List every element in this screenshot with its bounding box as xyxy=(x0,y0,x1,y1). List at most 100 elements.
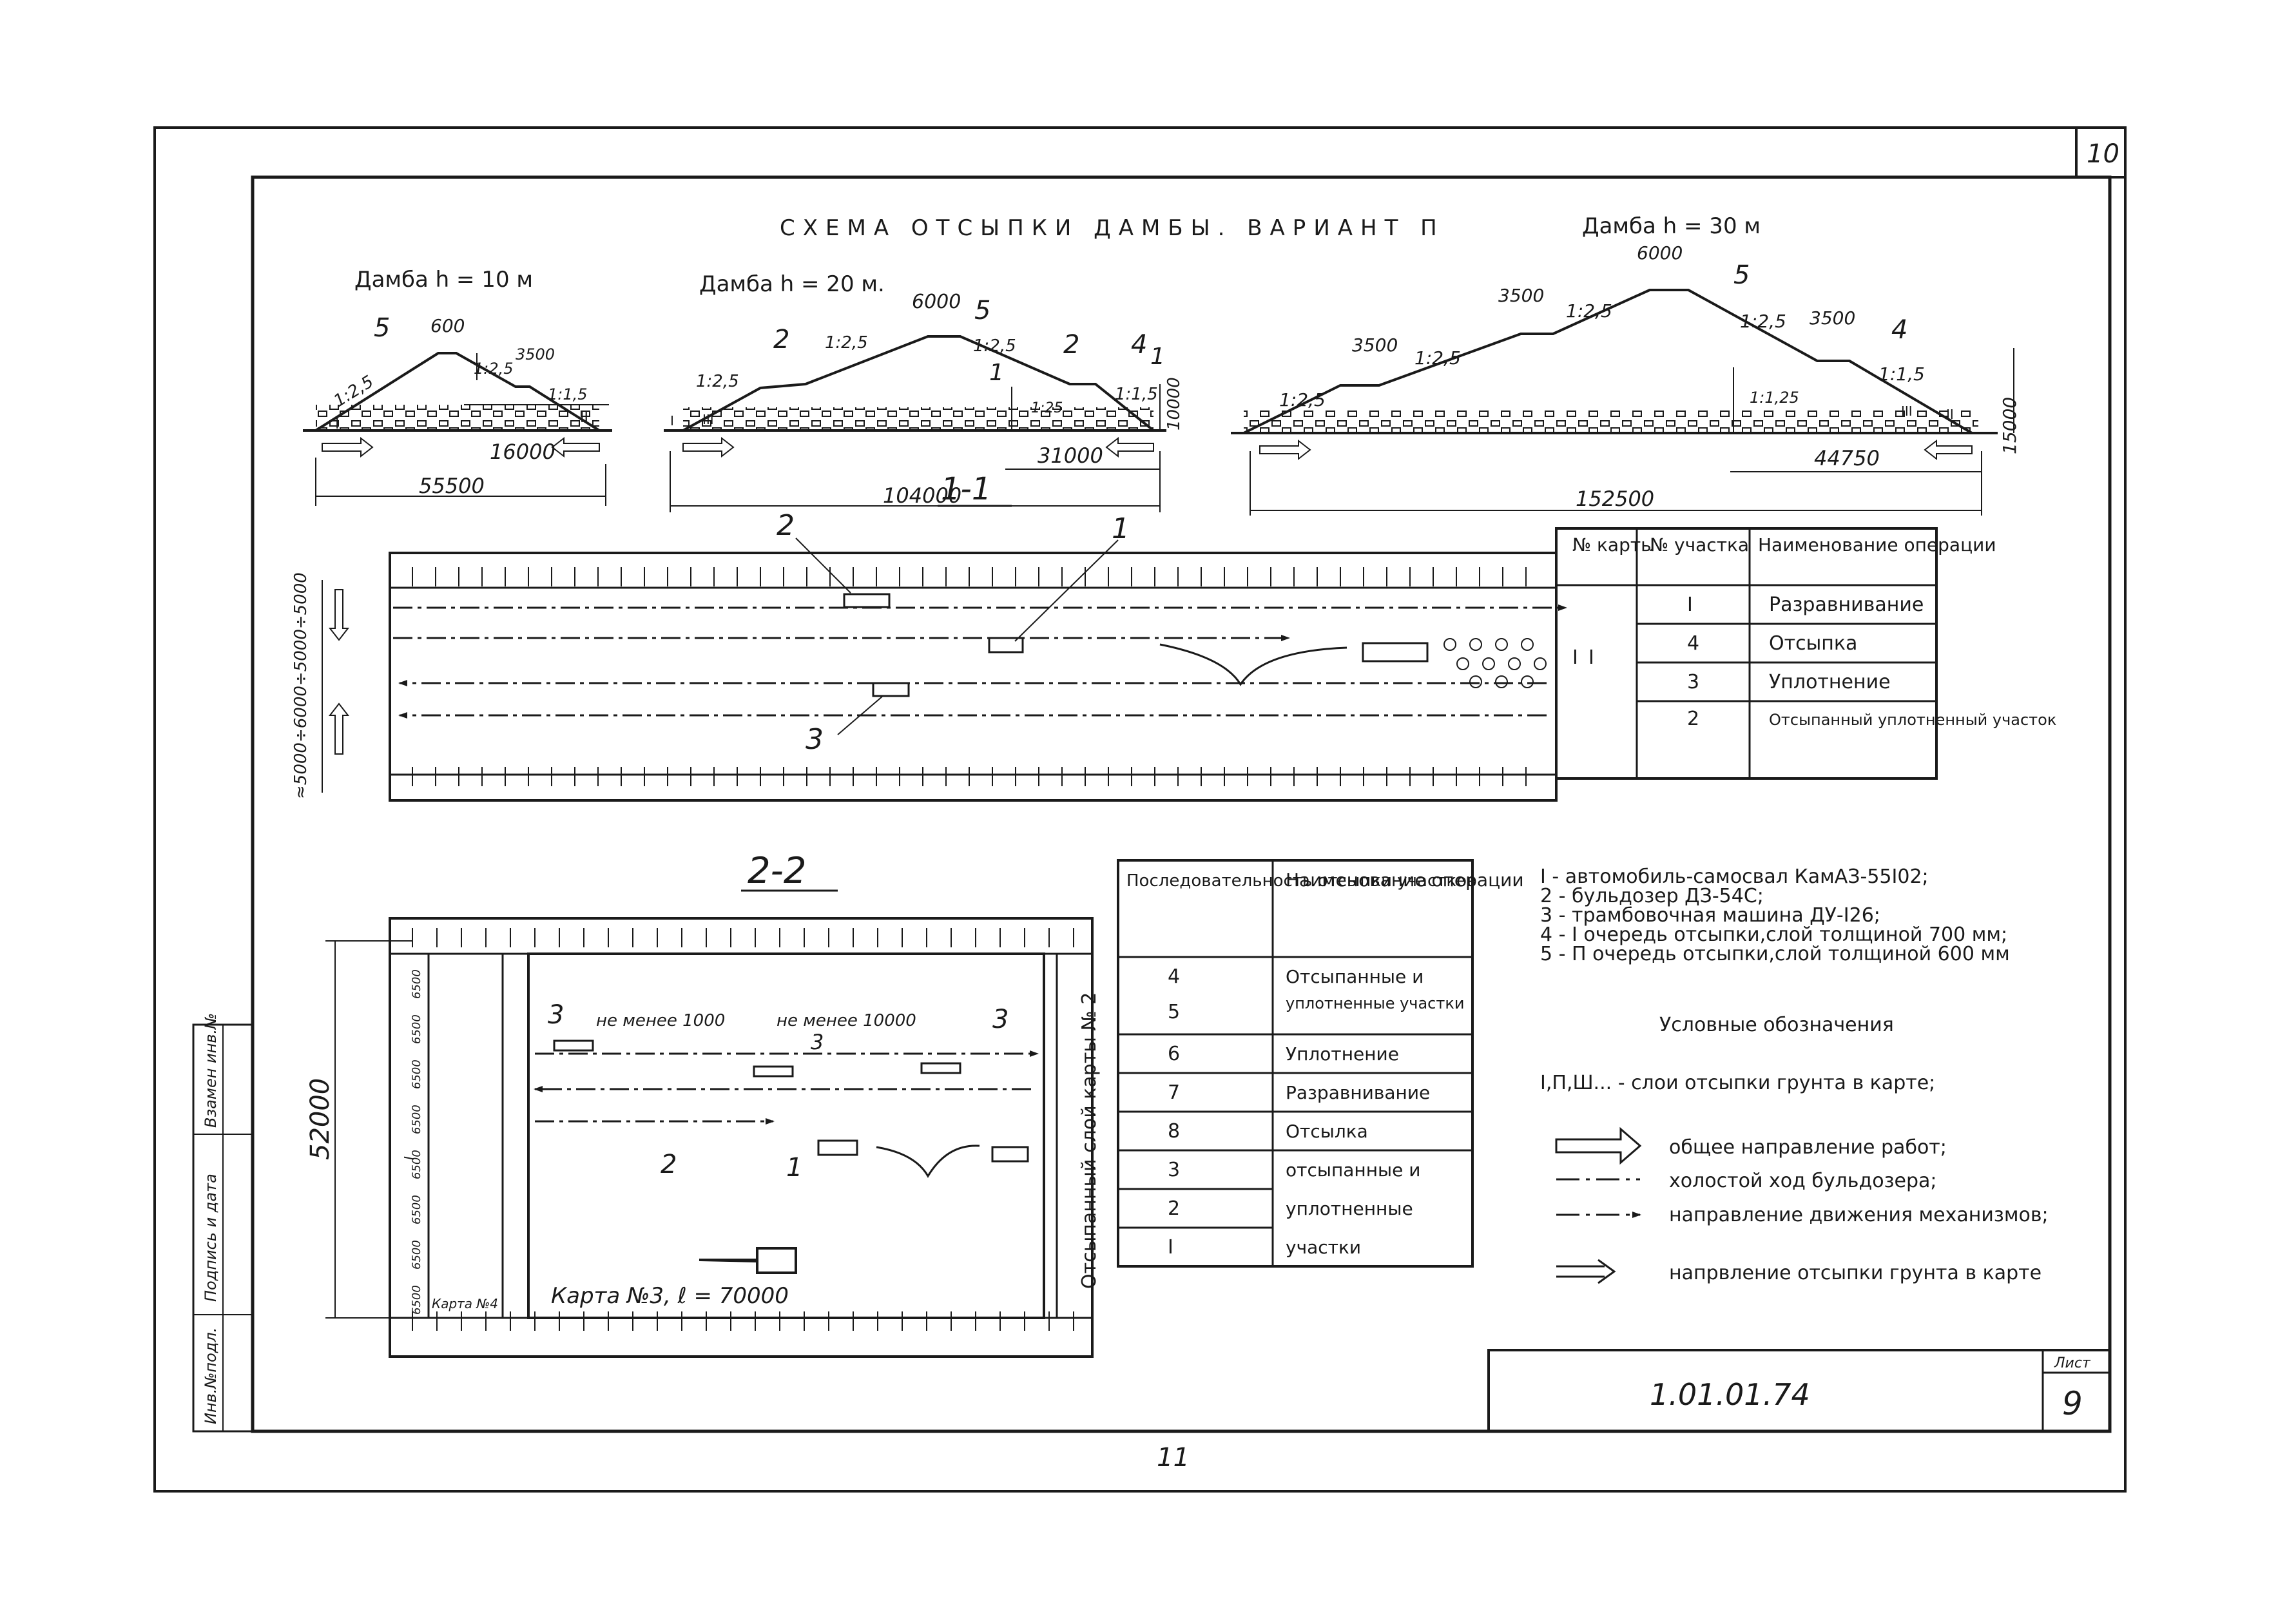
table2-row-6-seq: 3 xyxy=(1168,1159,1180,1181)
table2-row-2-seq: 5 xyxy=(1168,1001,1180,1023)
plan2-callout-3c: 3 xyxy=(992,1005,1009,1034)
plan1-dumped-piles xyxy=(1443,638,1547,688)
table1-header-operation: Наименование операции xyxy=(1758,534,1996,556)
plan2-strip-dim-5: 6500 xyxy=(410,1105,423,1134)
side-stamp: Инв.№подл. Подпись и дата Взамен инв.№ xyxy=(192,1013,254,1433)
plan2-strip-dim-6: 6500 xyxy=(410,1059,423,1089)
top-page-number-box: 10 xyxy=(2075,126,2127,179)
plan2-strip-dim-8: 6500 xyxy=(410,969,423,999)
plan2-strip-dim-2: 6500 xyxy=(410,1240,423,1270)
legend-item-1: общее направление работ; xyxy=(1669,1136,1947,1159)
dam20-label-5: 5 xyxy=(974,296,990,325)
table2-row-3-seq: 6 xyxy=(1168,1043,1180,1065)
dam20-layer-1: I xyxy=(670,413,674,429)
outer-frame xyxy=(153,126,2127,1493)
plan1-layer: I xyxy=(1572,646,1578,669)
plan2-callout-3b: 3 xyxy=(811,1030,824,1054)
plan2-callout-3a: 3 xyxy=(548,1000,564,1030)
table2-row-6-operation: отсыпанные и xyxy=(1286,1159,1420,1181)
machines-legend: I - автомобиль-самосвал КамАЗ-55I02; 2 -… xyxy=(1540,865,2010,965)
dam10-title: Дамба h = 10 м xyxy=(354,267,533,293)
table1-card: I xyxy=(1588,646,1594,669)
plan2-side-text: Отсыпанный слой карты № 2 xyxy=(1078,992,1101,1289)
table2-row-7-seq: 2 xyxy=(1168,1197,1180,1220)
machine-4: 4 - I очередь отсыпки,слой толщиной 700 … xyxy=(1540,923,2007,946)
dam-30-section: Дамба h = 30 м 5 4 III II 6000 3500 3500… xyxy=(1231,213,2020,516)
table1-header-section: № участка xyxy=(1650,534,1749,556)
plan-1-1: 1-1 2 1 3 I xyxy=(291,471,1578,802)
dam30-berm-lower: 3500 xyxy=(1352,334,1398,356)
table1-row-2-operation: Отсыпка xyxy=(1769,632,1857,655)
plan2-strip-dims: 6500 6500 6500 6500 6500 6500 6500 6500 xyxy=(410,969,423,1315)
dam30-title: Дамба h = 30 м xyxy=(1582,213,1761,239)
dam30-dim-height: 15000 xyxy=(1999,397,2020,454)
dam20-dim-right: 31000 xyxy=(1038,443,1103,468)
machine-5: 5 - П очередь отсыпки,слой толщиной 600 … xyxy=(1540,943,2010,965)
dam10-top-width: 600 xyxy=(430,315,465,336)
dam30-slope-4: 1:2,5 xyxy=(1740,311,1786,332)
dam30-dim-total: 152500 xyxy=(1576,487,1654,511)
plan2-strip-dim-1: 6500 xyxy=(410,1285,423,1315)
table2-row-7-operation: уплотненные xyxy=(1286,1198,1413,1219)
dam30-label-4: 4 xyxy=(1891,315,1907,345)
dam20-layer-3: III xyxy=(702,412,714,427)
table2-row-5-operation: Отсылка xyxy=(1286,1121,1368,1142)
dam30-slope-2: 1:2,5 xyxy=(1414,347,1461,369)
table1-row-2-section: 4 xyxy=(1687,632,1699,655)
dam10-slope-3: 1:1,5 xyxy=(548,385,588,403)
table1-header-card: № карты xyxy=(1572,534,1655,556)
table2-row-3-operation: Уплотнение xyxy=(1286,1043,1399,1065)
dam30-layer-3: III xyxy=(1901,403,1913,419)
dam30-label-5: 5 xyxy=(1733,260,1750,290)
dam30-slope-3: 1:2,5 xyxy=(1279,389,1326,411)
legend-item-4: напрвление отсыпки грунта в карте xyxy=(1669,1262,2042,1284)
plan2-layer-mark: I xyxy=(401,1156,417,1160)
dam10-label-5: 5 xyxy=(374,313,390,343)
legend-layers: I,П,Ш... - слои отсыпки грунта в карте; xyxy=(1540,1072,1935,1094)
legend-item-3: направление движения механизмов; xyxy=(1669,1204,2049,1226)
stamp-inv-no: Инв.№подл. xyxy=(202,1328,220,1424)
dam20-dim-total: 104000 xyxy=(883,483,961,508)
plan2-callout-2: 2 xyxy=(661,1150,677,1179)
dam30-slope-1: 1:2,5 xyxy=(1566,300,1612,322)
table2-row-4-seq: 7 xyxy=(1168,1081,1180,1104)
dam10-slope-2: 1:2,5 xyxy=(474,360,514,378)
table2-row-8-operation: участки xyxy=(1286,1237,1361,1258)
table2-row-1-seq: 4 xyxy=(1168,965,1180,988)
table2-header-operation: Наименование операции xyxy=(1286,869,1524,891)
dam20-label-4: 4 xyxy=(1131,330,1147,360)
dam20-slope-4: 1:1,5 xyxy=(1115,385,1158,404)
legend: Условные обозначения I,П,Ш... - слои отс… xyxy=(1540,1014,2049,1284)
plan2-strip-dim-3: 6500 xyxy=(410,1195,423,1224)
table2-row-2-operation: уплотненные участки xyxy=(1286,994,1464,1012)
table2-row-4-operation: Разравнивание xyxy=(1286,1082,1430,1103)
plan2-callout-1: 1 xyxy=(786,1153,802,1183)
dam20-label-1b: 1 xyxy=(1150,343,1165,370)
table1-row-4-operation: Отсыпанный уплотненный участок xyxy=(1769,711,2056,729)
dam30-berm-upper: 3500 xyxy=(1498,285,1544,306)
dam30-layer-2: II xyxy=(1946,407,1954,422)
dam20-slope-1: 1:2,5 xyxy=(825,333,868,353)
plan2-height-dim: 52000 xyxy=(305,1078,335,1160)
plan1-callout-2: 2 xyxy=(777,509,795,542)
dam30-slope-5: 1:1,25 xyxy=(1750,389,1799,407)
inner-frame xyxy=(251,175,2112,1433)
sheet-number: 9 xyxy=(2062,1385,2083,1422)
doc-code: 1.01.01.74 xyxy=(1650,1377,1810,1412)
machine-1: I - автомобиль-самосвал КамАЗ-55I02; xyxy=(1540,865,1929,888)
top-page-number: 10 xyxy=(2087,139,2119,169)
dam-20-section: Дамба h = 20 м. 2 5 2 4 1 1 6000 1:2,5 1… xyxy=(664,271,1184,512)
dam30-top-width: 6000 xyxy=(1637,242,1683,264)
dam20-title: Дамба h = 20 м. xyxy=(699,271,885,297)
plan2-strip-dim-7: 6500 xyxy=(410,1014,423,1044)
machine-2: 2 - бульдозер ДЗ-54С; xyxy=(1540,885,1764,907)
dam10-dim-total: 55500 xyxy=(419,474,485,498)
dam20-label-1a: 1 xyxy=(989,360,1004,386)
general-direction-arrow-icon xyxy=(1555,1126,1642,1165)
bottom-page-number: 11 xyxy=(1157,1443,1190,1473)
dam30-berm-right: 3500 xyxy=(1810,307,1855,329)
fill-direction-arrow-icon xyxy=(1556,1259,1616,1284)
table1-row-1-section: I xyxy=(1687,594,1693,616)
dam-10-section: Дамба h = 10 м 5 600 3500 1:2,5 1:2,5 1:… xyxy=(303,267,612,506)
plan1-left-dims: ≈5000÷6000÷5000÷5000 xyxy=(291,572,311,799)
